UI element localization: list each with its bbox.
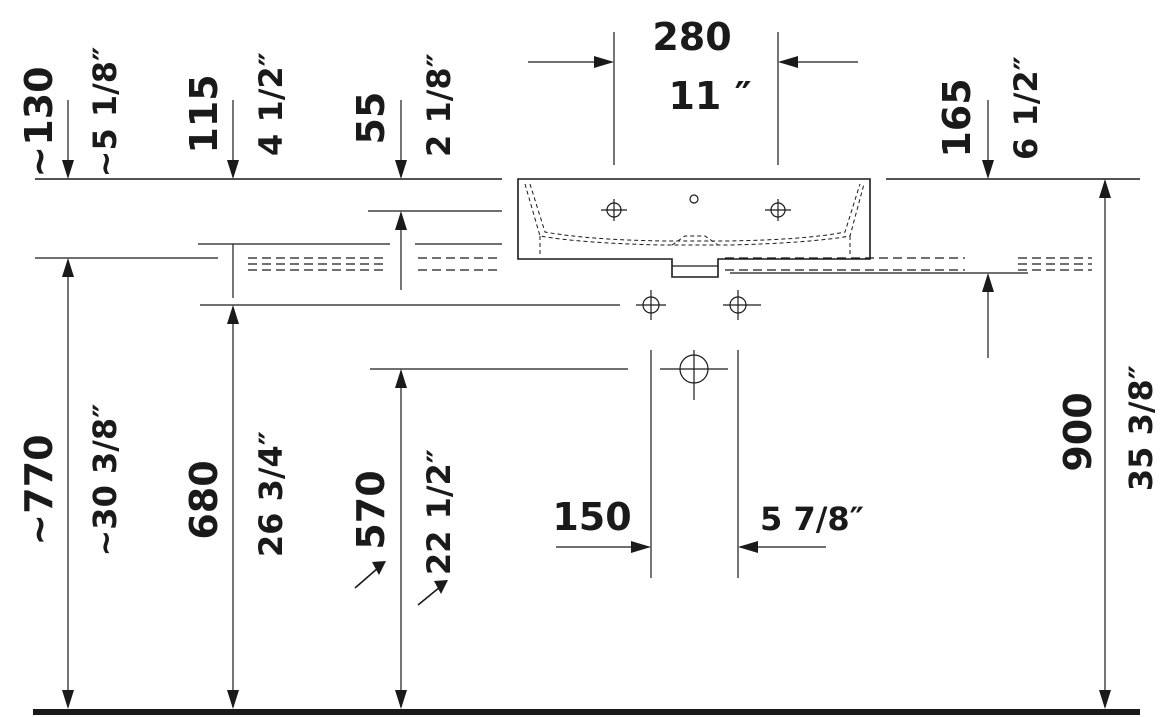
supply-connection-left [636, 290, 666, 320]
top-width-mm: 280 [652, 15, 731, 59]
tap-hole-mm: 115 [182, 74, 226, 153]
basin-rim-mm: ~130 [17, 66, 61, 177]
overall-height-in: 35 3/8″ [1122, 365, 1160, 491]
drain-height-mm: 570 [349, 470, 393, 549]
under-height-mm: ~770 [17, 434, 61, 545]
floor-line [33, 709, 1140, 715]
supply-spacing-mm: 150 [552, 495, 631, 539]
wall-bracket-dashes [248, 257, 1092, 271]
supply-height-mm: 680 [182, 460, 226, 539]
supply-connection-right [723, 290, 761, 320]
basin-rim-in: ~5 1/8″ [86, 47, 124, 178]
right-rim-mm: 165 [935, 78, 979, 157]
overall-height-mm: 900 [1056, 392, 1100, 471]
top-width-in: 11 ″ [668, 74, 751, 118]
bowl-depth-in: 2 1/8″ [420, 53, 458, 157]
reference-lines [35, 178, 1140, 578]
drain-height-in: 22 1/2″ [420, 449, 458, 575]
right-rim-in: 6 1/2″ [1007, 56, 1045, 160]
dimension-lines [62, 32, 1111, 709]
supply-spacing-in: 5 7/8″ [760, 500, 864, 538]
bowl-depth-mm: 55 [349, 92, 393, 145]
tap-hole-in: 4 1/2″ [252, 52, 290, 156]
washbasin-outline [517, 178, 871, 278]
drain-connection [660, 350, 728, 400]
supply-height-in: 26 3/4″ [252, 431, 290, 557]
under-height-in: ~30 3/8″ [86, 404, 124, 557]
